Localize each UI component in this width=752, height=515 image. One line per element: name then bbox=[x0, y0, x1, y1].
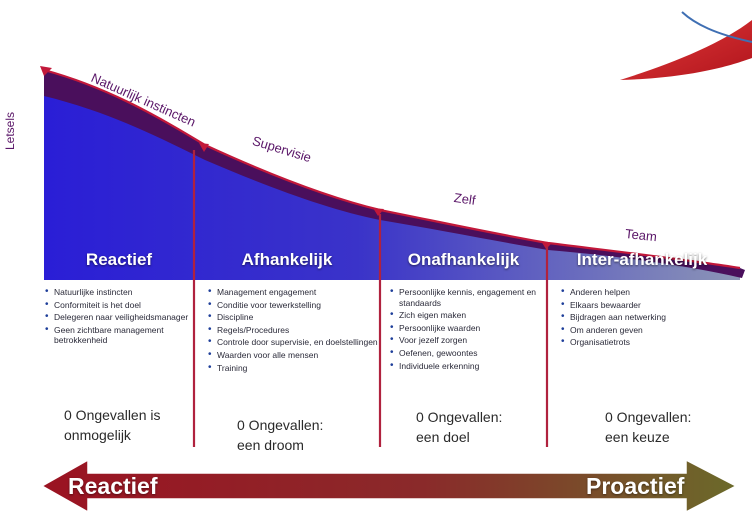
goal-independent: 0 Ongevallen: een doel bbox=[416, 407, 502, 447]
arrow-label-reactive: Reactief bbox=[68, 473, 158, 499]
stage-bullets-dependent: Management engagement Conditie voor tewe… bbox=[207, 287, 383, 375]
list-item: Natuurlijke instincten bbox=[45, 287, 200, 298]
stage-title-reactive: Reactief bbox=[85, 250, 153, 269]
list-item: Delegeren naar veiligheidsmanager bbox=[45, 312, 200, 323]
list-item: Geen zichtbare management betrokkenheid bbox=[45, 325, 200, 346]
goal-line: 0 Ongevallen: bbox=[237, 417, 324, 433]
goal-interdependent: 0 Ongevallen: een keuze bbox=[605, 407, 691, 447]
reactive-proactive-arrow bbox=[40, 458, 738, 514]
list-item: Organisatietrots bbox=[561, 337, 740, 348]
goal-line: 0 Ongevallen is bbox=[64, 407, 161, 423]
list-item: Elkaars bewaarder bbox=[561, 300, 740, 311]
decorative-swoosh bbox=[620, 20, 752, 80]
list-item: Persoonlijke waarden bbox=[390, 323, 549, 334]
stage-title-independent: Onafhankelijk bbox=[407, 250, 520, 269]
curve-arrowheads bbox=[40, 66, 552, 249]
curve-label-team: Team bbox=[624, 226, 658, 245]
list-item: Discipline bbox=[208, 312, 383, 323]
list-item: Zich eigen maken bbox=[390, 310, 549, 321]
list-item: Oefenen, gewoontes bbox=[390, 348, 549, 359]
list-item: Voor jezelf zorgen bbox=[390, 335, 549, 346]
goal-line: een doel bbox=[416, 429, 470, 445]
curve-area bbox=[44, 70, 740, 280]
goal-line: 0 Ongevallen: bbox=[416, 409, 503, 425]
list-item: Bijdragen aan netwerking bbox=[561, 312, 740, 323]
stage-bullets-independent: Persoonlijke kennis, engagement en stand… bbox=[389, 287, 549, 373]
decorative-swoosh-stroke bbox=[681, 11, 752, 43]
list-item: Anderen helpen bbox=[561, 287, 740, 298]
list-item: Management engagement bbox=[208, 287, 383, 298]
curve-label-self: Zelf bbox=[452, 190, 477, 208]
list-item: Individuele erkenning bbox=[390, 361, 549, 372]
stage-bullets-interdependent: Anderen helpen Elkaars bewaarder Bijdrag… bbox=[560, 287, 740, 350]
goal-dependent: 0 Ongevallen: een droom bbox=[237, 415, 323, 455]
list-item: Regels/Procedures bbox=[208, 325, 383, 336]
list-item: Persoonlijke kennis, engagement en stand… bbox=[390, 287, 549, 308]
list-item: Om anderen geven bbox=[561, 325, 740, 336]
goal-reactive: 0 Ongevallen is onmogelijk bbox=[64, 405, 161, 445]
list-item: Conformiteit is het doel bbox=[45, 300, 200, 311]
goal-line: 0 Ongevallen: bbox=[605, 409, 692, 425]
goal-line: een keuze bbox=[605, 429, 670, 445]
stage-bullets-reactive: Natuurlijke instincten Conformiteit is h… bbox=[44, 287, 200, 348]
stage-title-interdependent: Inter-afhankelijk bbox=[576, 250, 708, 269]
stage-title-dependent: Afhankelijk bbox=[241, 250, 333, 269]
list-item: Controle door supervisie, en doelstellin… bbox=[208, 337, 383, 348]
goal-line: een droom bbox=[237, 437, 304, 453]
list-item: Waarden voor alle mensen bbox=[208, 350, 383, 361]
goal-line: onmogelijk bbox=[64, 427, 131, 443]
list-item: Training bbox=[208, 363, 383, 374]
list-item: Conditie voor tewerkstelling bbox=[208, 300, 383, 311]
arrow-label-proactive: Proactief bbox=[586, 473, 685, 499]
y-axis-label: Letsels bbox=[3, 111, 17, 150]
